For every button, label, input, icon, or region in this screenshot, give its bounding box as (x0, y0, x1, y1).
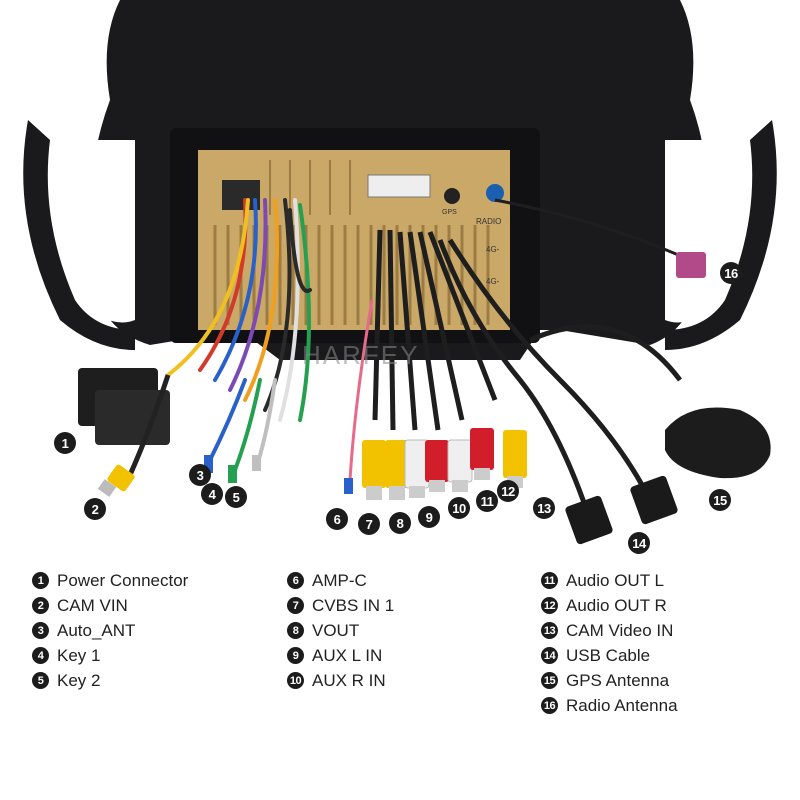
callout-7: 7 (358, 513, 380, 535)
head-unit-photo: GPS RADIO 4G- 4G- (23, 0, 777, 545)
legend-label: AMP-C (312, 570, 367, 590)
radio-antenna-cable (494, 198, 691, 262)
watermark: HARFEY (302, 340, 420, 370)
power-connector (78, 368, 170, 445)
callout-14: 14 (628, 532, 650, 554)
legend-item: 1 Power Connector (32, 568, 188, 593)
chassis-top-fins (269, 160, 351, 215)
callout-15: 15 (709, 489, 731, 511)
callout-16: 16 (720, 262, 742, 284)
callout-11: 11 (476, 490, 498, 512)
callout-2: 2 (84, 498, 106, 520)
legend-label: Radio Antenna (566, 695, 678, 715)
callout-10: 10 (448, 497, 470, 519)
gps-port-icon (444, 188, 460, 204)
legend-item: 12 Audio OUT R (541, 593, 678, 618)
legend-number: 9 (287, 647, 304, 664)
legend-number: 12 (541, 597, 558, 614)
callout-13: 13 (533, 497, 555, 519)
legend-number: 16 (541, 697, 558, 714)
legend-label: CAM Video IN (566, 620, 674, 640)
gps-port-label: GPS (442, 209, 457, 216)
legend-number: 7 (287, 597, 304, 614)
legend-number: 13 (541, 622, 558, 639)
bezel-inner-left (50, 140, 136, 323)
callout-12: 12 (497, 480, 519, 502)
radio-port-icon (486, 184, 504, 202)
radio-antenna-plug (676, 252, 706, 278)
key2-tip (252, 455, 261, 471)
legend-item: 6 AMP-C (287, 568, 394, 593)
rca-cables (372, 229, 498, 431)
legend-label: Key 2 (57, 670, 101, 690)
legend-label: CVBS IN 1 (312, 595, 395, 615)
4g-port-label-2: 4G- (486, 277, 500, 286)
legend-label: Audio OUT R (566, 595, 667, 615)
4g-port-label-1: 4G- (486, 245, 500, 254)
legend-item: 11 Audio OUT L (541, 568, 678, 593)
legend-label: GPS Antenna (566, 670, 670, 690)
callout-4: 4 (201, 483, 223, 505)
legend-item: 14 USB Cable (541, 643, 678, 668)
legend-item: 8 VOUT (287, 618, 394, 643)
callout-1: 1 (54, 432, 76, 454)
legend-number: 1 (32, 572, 49, 589)
legend-item: 16 Radio Antenna (541, 693, 678, 718)
legend-item: 4 Key 1 (32, 643, 188, 668)
legend-label: Key 1 (57, 645, 101, 665)
legend-column-2: 6 AMP-C 7 CVBS IN 1 8 VOUT 9 AUX L IN 10 AUX … (287, 568, 394, 693)
callout-8: 8 (389, 512, 411, 534)
amp-c-wire (348, 299, 374, 481)
callout-3: 3 (189, 464, 211, 486)
bezel-outer-left (23, 120, 136, 350)
legend-item: 3 Auto_ANT (32, 618, 188, 643)
legend-label: Power Connector (57, 570, 189, 590)
legend-item: 13 CAM Video IN (541, 618, 678, 643)
legend-number: 3 (32, 622, 49, 639)
legend-number: 2 (32, 597, 49, 614)
legend-item: 7 CVBS IN 1 (287, 593, 394, 618)
legend-item: 10 AUX R IN (287, 668, 394, 693)
legend-item: 2 CAM VIN (32, 593, 188, 618)
legend-label: AUX L IN (312, 645, 383, 665)
legend-number: 4 (32, 647, 49, 664)
usb-cables (437, 238, 682, 521)
legend-number: 6 (287, 572, 304, 589)
legend-label: VOUT (312, 620, 360, 640)
iso-connector-socket (367, 174, 431, 198)
legend-item: 5 Key 2 (32, 668, 188, 693)
auto-ant-tip (204, 455, 213, 473)
legend-item: 9 AUX L IN (287, 643, 394, 668)
legend-number: 11 (541, 572, 558, 589)
rca-plugs (362, 428, 527, 500)
legend-label: Audio OUT L (566, 570, 664, 590)
cam-vin-rca (97, 464, 135, 497)
legend-label: Auto_ANT (57, 620, 136, 640)
legend-label: CAM VIN (57, 595, 128, 615)
legend-column-3: 11 Audio OUT L 12 Audio OUT R 13 CAM Video … (541, 568, 678, 718)
cam-vin-cable (127, 374, 171, 477)
gps-antenna-puck (665, 407, 771, 479)
legend-label: AUX R IN (312, 670, 386, 690)
legend-label: USB Cable (566, 645, 651, 665)
callout-9: 9 (418, 506, 440, 528)
usb-plugs (565, 475, 678, 545)
legend-number: 15 (541, 672, 558, 689)
legend-item: 15 GPS Antenna (541, 668, 678, 693)
key1-tip (228, 465, 237, 483)
bezel-outer-right (665, 120, 777, 350)
legend-number: 5 (32, 672, 49, 689)
legend-number: 14 (541, 647, 558, 664)
callout-5: 5 (225, 486, 247, 508)
key-leads (208, 378, 277, 472)
callout-6: 6 (326, 508, 348, 530)
legend-number: 10 (287, 672, 304, 689)
legend-number: 8 (287, 622, 304, 639)
amp-c-tip (344, 478, 353, 494)
radio-port-label: RADIO (476, 217, 501, 226)
